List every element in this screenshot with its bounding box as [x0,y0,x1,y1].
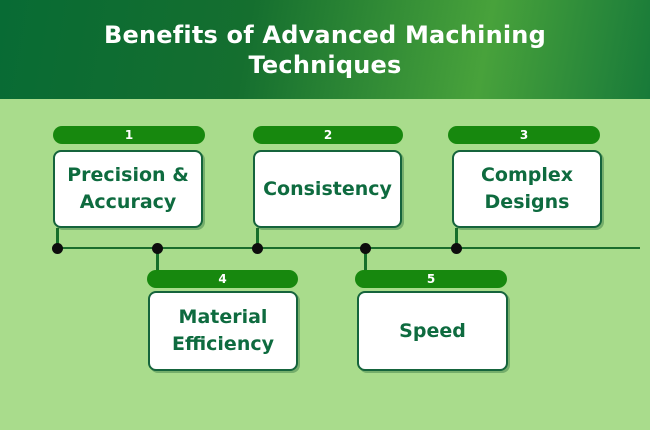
connector-line-3 [455,228,458,248]
step-badge-5: 5 [355,270,507,288]
timeline-dot-2 [252,243,263,254]
benefit-label: Consistency [263,177,392,200]
benefit-card-material-efficiency: Material Efficiency [148,291,298,371]
header-banner: Benefits of Advanced Machining Technique… [0,0,650,99]
benefit-label: Speed [399,319,466,342]
timeline-dot-5 [360,243,371,254]
step-badge-1: 1 [53,126,205,144]
benefit-card-precision-accuracy: Precision & Accuracy [53,150,203,228]
timeline-dot-1 [52,243,63,254]
benefit-label: Precision & Accuracy [67,164,189,213]
connector-line-5 [364,248,367,270]
timeline-dot-3 [451,243,462,254]
step-badge-2: 2 [253,126,403,144]
benefit-label: Complex Designs [480,164,574,213]
page-title: Benefits of Advanced Machining Technique… [104,20,546,79]
connector-line-1 [56,228,59,248]
connector-line-4 [156,248,159,270]
benefit-label: Material Efficiency [171,306,274,355]
benefit-card-consistency: Consistency [253,150,402,228]
step-badge-4: 4 [147,270,298,288]
step-badge-3: 3 [448,126,600,144]
connector-line-2 [256,228,259,248]
benefit-card-speed: Speed [357,291,508,371]
timeline-dot-4 [152,243,163,254]
timeline-line [55,247,640,249]
benefit-card-complex-designs: Complex Designs [452,150,602,228]
